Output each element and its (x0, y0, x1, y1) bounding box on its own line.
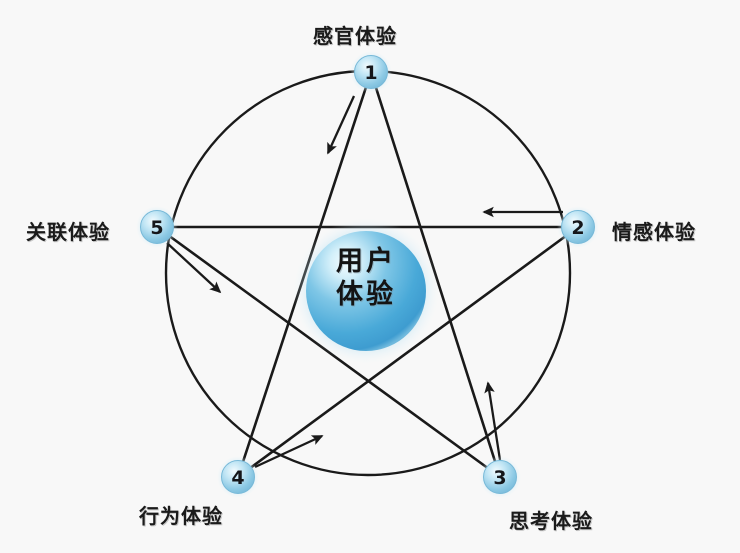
node-circle-2[interactable] (561, 210, 595, 244)
node-circle-3[interactable] (483, 460, 517, 494)
center-sphere (306, 231, 426, 351)
node-2[interactable]: 2 (557, 206, 599, 248)
node-number-5: 5 (150, 217, 163, 239)
node-number-2: 2 (571, 217, 584, 239)
node-circle-group: 1 2 3 4 5 (136, 51, 599, 498)
center-sphere-group (293, 218, 439, 364)
flow-arrow-group (166, 95, 563, 469)
node-1[interactable]: 1 (350, 51, 392, 93)
node-number-3: 3 (493, 467, 506, 489)
node-3[interactable]: 3 (479, 456, 521, 498)
node-4[interactable]: 4 (217, 456, 259, 498)
node-number-4: 4 (231, 467, 244, 489)
node-label-5: 关联体验 (26, 220, 110, 244)
pentagram-chord-group (155, 70, 580, 479)
node-circle-5[interactable] (140, 210, 174, 244)
node-label-2: 情感体验 (612, 220, 696, 244)
node-circle-4[interactable] (221, 460, 255, 494)
chord-2-4 (236, 225, 580, 479)
arrow-4-to-2 (254, 434, 324, 469)
arrow-3-to-1 (484, 381, 502, 461)
node-5[interactable]: 5 (136, 206, 178, 248)
arrow-1-to-4 (326, 95, 356, 155)
node-number-1: 1 (364, 62, 377, 84)
node-label-4: 行为体验 (139, 504, 223, 528)
arrow-5-to-3 (166, 242, 222, 294)
node-circle-1[interactable] (354, 55, 388, 89)
node-label-1: 感官体验 (313, 24, 397, 48)
node-label-3: 思考体验 (509, 509, 593, 533)
